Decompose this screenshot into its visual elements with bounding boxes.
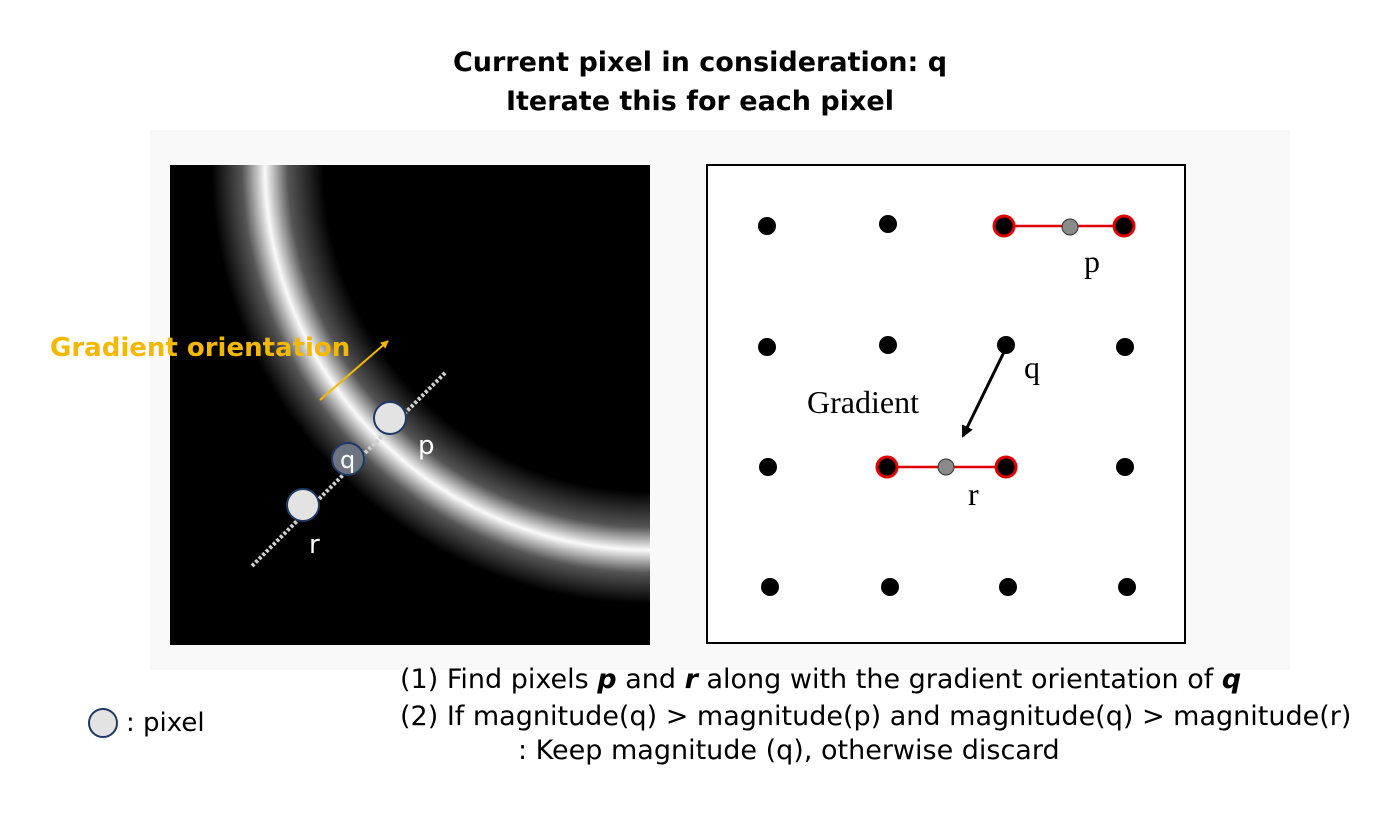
pixel-grid-box [706, 164, 1186, 644]
neighbor-dot-r-left [875, 455, 899, 479]
legend-text: : pixel [126, 708, 205, 738]
neighbor-dot-p-left [992, 214, 1016, 238]
desc1-prefix: (1) Find pixels [400, 664, 598, 695]
gradient-arrow [961, 349, 1007, 438]
pixel-p [373, 401, 407, 435]
grid-dot [1116, 338, 1134, 356]
desc1-r: r [684, 664, 698, 695]
grid-dot [1116, 458, 1134, 476]
grid-dot [999, 578, 1017, 596]
pixel-grid [758, 215, 1136, 596]
grid-label-p: p [1084, 243, 1100, 279]
pixel-legend-icon [88, 708, 118, 738]
grid-dot [759, 458, 777, 476]
grid-dot [758, 217, 776, 235]
neighbor-dot-r-right [994, 455, 1018, 479]
description-line-3: : Keep magnitude (q), otherwise discard [518, 735, 1060, 766]
title-line-1: Current pixel in consideration: q [452, 47, 948, 78]
interpolated-r [937, 458, 955, 476]
grid-dot [879, 215, 897, 233]
pixel-label-p: p [418, 431, 435, 461]
edge-image [170, 165, 650, 645]
grid-dot [879, 336, 897, 354]
grid-label-r: r [968, 476, 979, 512]
pixel-r [286, 488, 320, 522]
grid-dot [761, 578, 779, 596]
grid-dot [758, 338, 776, 356]
gradient-orientation-label: Gradient orientation [50, 333, 350, 363]
desc1-q: q [1221, 664, 1242, 695]
neighbor-dot-p-right [1112, 214, 1136, 238]
interpolated-p [1061, 218, 1079, 236]
pixel-q [331, 442, 365, 476]
grid-dot [1118, 578, 1136, 596]
description-line-2: (2) If magnitude(q) > magnitude(p) and m… [400, 701, 1352, 732]
pixel-label-q: q [340, 446, 355, 474]
desc1-mid: and [616, 664, 685, 695]
grid-dot [997, 336, 1015, 354]
gradient-label: Gradient [807, 384, 919, 420]
description-line-1: (1) Find pixels p and r along with the g… [400, 664, 1241, 695]
grid-label-q: q [1024, 349, 1040, 385]
gradient-orientation-arrow [319, 340, 389, 401]
desc1-suffix: along with the gradient orientation of [697, 664, 1222, 695]
title-line-2: Iterate this for each pixel [505, 86, 894, 117]
grid-dot [881, 578, 899, 596]
pixel-label-r: r [309, 530, 320, 560]
desc1-p: p [597, 664, 617, 695]
legend: : pixel [88, 708, 205, 738]
